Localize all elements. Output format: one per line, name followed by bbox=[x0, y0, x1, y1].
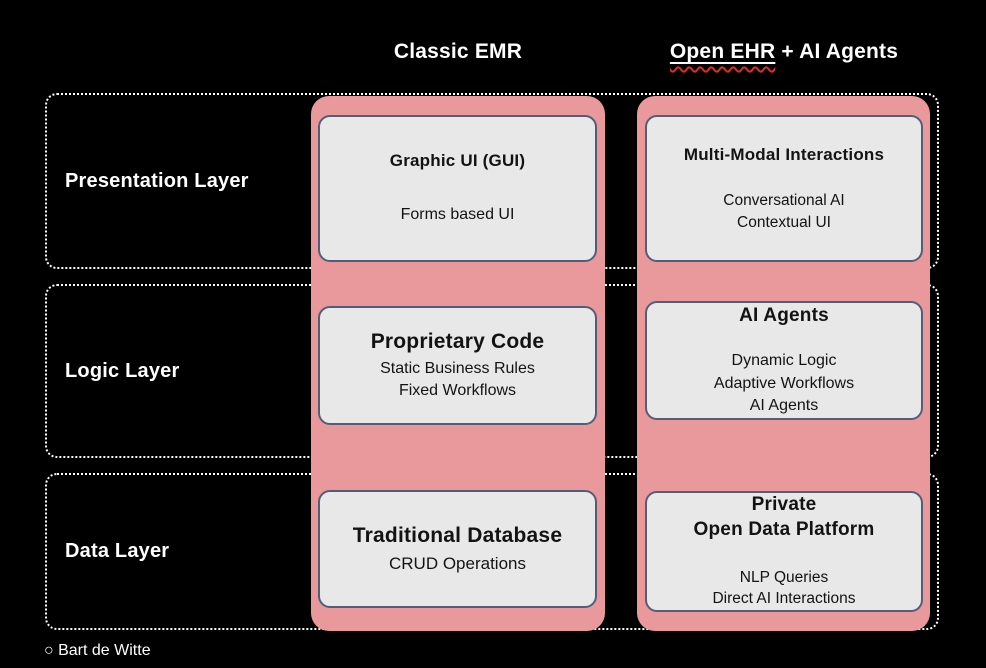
card-item: CRUD Operations bbox=[389, 553, 526, 573]
presentation-layer-label: Presentation Layer bbox=[65, 169, 249, 192]
card-item: Adaptive Workflows bbox=[713, 374, 855, 392]
card-item: Static Business Rules bbox=[380, 359, 535, 377]
open-ehr-column-title: Open EHR + AI Agents bbox=[625, 40, 943, 64]
card-traditional-database-title: Traditional Database bbox=[352, 524, 563, 548]
card-proprietary-code-items: Static Business Rules Fixed Workflows bbox=[380, 358, 535, 403]
data-layer-label: Data Layer bbox=[65, 540, 170, 562]
card-item: Forms based UI bbox=[400, 206, 515, 224]
card-graphic-ui-items: Forms based UI bbox=[401, 204, 515, 226]
card-item: AI Agents bbox=[749, 397, 819, 415]
open-ehr-title-rest: + AI Agents bbox=[775, 40, 899, 63]
card-private-open-data-platform: Private Open Data Platform NLP Queries D… bbox=[645, 491, 923, 612]
card-open-data-platform-title: Private Open Data Platform bbox=[693, 494, 875, 540]
card-item: Conversational AI bbox=[723, 191, 845, 209]
card-open-data-platform-items: NLP Queries Direct AI Interactions bbox=[712, 567, 855, 610]
card-traditional-database: Traditional Database CRUD Operations bbox=[318, 490, 597, 608]
card-multi-modal-interactions: Multi-Modal Interactions Conversational … bbox=[645, 115, 923, 262]
card-ai-agents: AI Agents Dynamic Logic Adaptive Workflo… bbox=[645, 301, 923, 420]
card-traditional-database-items: CRUD Operations bbox=[389, 552, 526, 576]
open-ehr-underlined-wrap: Open EHR bbox=[670, 40, 775, 63]
card-multi-modal-items: Conversational AI Contextual UI bbox=[723, 190, 845, 233]
card-item: Contextual UI bbox=[737, 213, 831, 231]
card-graphic-ui: Graphic UI (GUI) Forms based UI bbox=[318, 115, 597, 262]
card-ai-agents-title: AI Agents bbox=[739, 304, 829, 326]
author-credit: ○ Bart de Witte bbox=[44, 642, 151, 659]
logic-layer-label: Logic Layer bbox=[65, 359, 180, 382]
card-item: NLP Queries bbox=[739, 568, 829, 586]
open-ehr-underlined-text: Open EHR bbox=[669, 40, 776, 63]
card-item: Fixed Workflows bbox=[398, 382, 517, 400]
card-ai-agents-items: Dynamic Logic Adaptive Workflows AI Agen… bbox=[714, 350, 854, 417]
card-proprietary-code: Proprietary Code Static Business Rules F… bbox=[318, 306, 597, 425]
card-item: Direct AI Interactions bbox=[712, 590, 856, 608]
card-graphic-ui-title: Graphic UI (GUI) bbox=[389, 151, 526, 171]
card-proprietary-code-title: Proprietary Code bbox=[370, 330, 545, 354]
classic-emr-title-text: Classic EMR bbox=[393, 40, 523, 63]
card-multi-modal-title: Multi-Modal Interactions bbox=[683, 144, 885, 164]
classic-emr-column-title: Classic EMR bbox=[311, 40, 605, 64]
card-item: Dynamic Logic bbox=[731, 352, 837, 370]
